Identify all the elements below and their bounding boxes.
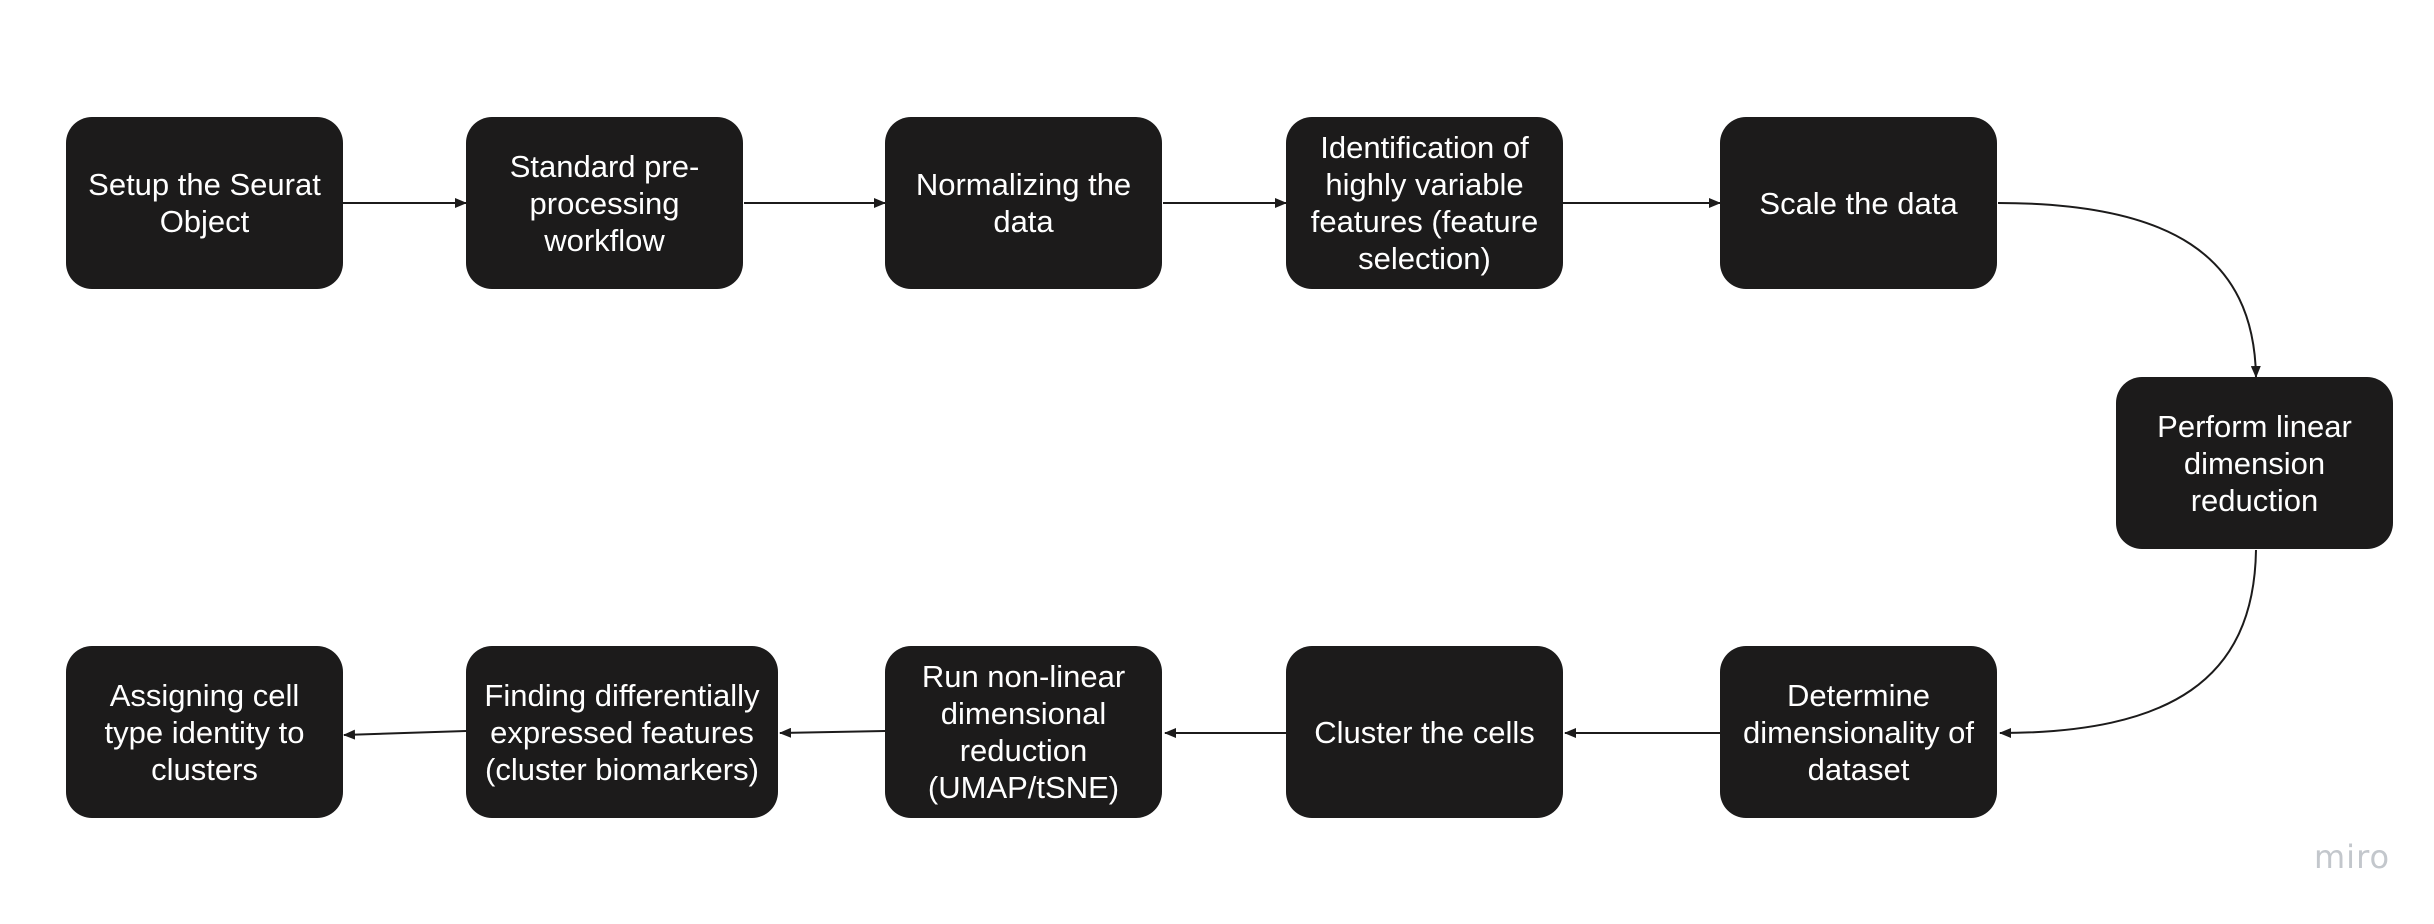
step-assign-cell-type-identity[interactable]: Assigning cell type identity to clusters [66, 646, 343, 818]
step-linear-dimension-reduction[interactable]: Perform linear dimension reduction [2116, 377, 2393, 549]
step-differentially-expressed-features[interactable]: Finding differentially expressed feature… [466, 646, 778, 818]
step-determine-dimensionality[interactable]: Determine dimensionality of dataset [1720, 646, 1997, 818]
step-label: Standard pre-processing workflow [509, 148, 700, 258]
connector-pca-to-dims [1999, 549, 2257, 738]
step-cluster-cells[interactable]: Cluster the cells [1286, 646, 1563, 818]
step-label: Finding differentially expressed feature… [484, 677, 760, 787]
step-label: Assigning cell type identity to clusters [104, 677, 305, 787]
step-label: Perform linear dimension reduction [2157, 408, 2352, 518]
step-normalizing-data[interactable]: Normalizing the data [885, 117, 1162, 289]
step-label: Run non-linear dimensional reduction (UM… [921, 659, 1126, 805]
step-label: Identification of highly variable featur… [1310, 130, 1539, 276]
connector-umap-to-markers [779, 727, 886, 738]
miro-watermark-logo: miro [2314, 838, 2391, 876]
step-setup-seurat-object[interactable]: Setup the Seurat Object [66, 117, 343, 289]
step-label: Determine dimensionality of dataset [1743, 677, 1974, 787]
step-label: Cluster the cells [1314, 714, 1535, 750]
step-label: Setup the Seurat Object [88, 167, 321, 239]
step-label: Scale the data [1759, 185, 1958, 221]
step-standard-preprocessing[interactable]: Standard pre-processing workflow [466, 117, 743, 289]
step-highly-variable-features[interactable]: Identification of highly variable featur… [1286, 117, 1563, 289]
step-nonlinear-dimensional-reduction[interactable]: Run non-linear dimensional reduction (UM… [885, 646, 1162, 818]
step-label: Normalizing the data [915, 167, 1132, 239]
connector-scale-to-pca [1997, 202, 2261, 378]
connector-markers-to-identity [343, 729, 467, 740]
step-scale-data[interactable]: Scale the data [1720, 117, 1997, 289]
